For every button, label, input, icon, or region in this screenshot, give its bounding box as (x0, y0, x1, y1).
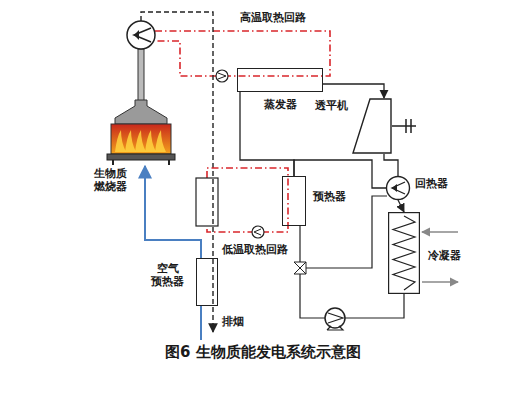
node-label: 回热器 (415, 178, 448, 191)
top-heat-exchanger (127, 21, 155, 49)
condenser-box: 冷凝器 (388, 212, 420, 294)
burner-firebox (111, 124, 171, 154)
heat-exchanger-symbol (134, 30, 139, 40)
heat-exchanger-symbol (392, 184, 397, 192)
recuperator-circle: 回热器 (386, 176, 410, 200)
burner-legs (113, 160, 169, 165)
cooling-water-in (422, 231, 458, 232)
low-temp-loop (207, 168, 288, 232)
node-label: 冷凝器 (428, 250, 461, 263)
flame (135, 130, 146, 152)
water-line (299, 226, 300, 262)
biomass-burner: 生物质 燃烧器 (105, 100, 177, 166)
flame (145, 130, 156, 152)
high-temp-loop (155, 31, 330, 76)
flue-gas-line (141, 12, 213, 332)
burner-hood (115, 100, 167, 124)
node-label: 预热器 (313, 191, 346, 204)
condenser-coil (393, 216, 415, 290)
pipe-connector (145, 166, 201, 258)
pipe-connector (398, 200, 404, 212)
flame (115, 130, 126, 152)
flame (125, 130, 136, 152)
node-label: 透平机 (315, 100, 348, 113)
air-preheater-box: 空气 预热器 (196, 258, 218, 306)
loop-label: 排烟 (222, 316, 244, 329)
preheater-box: 预热器 (282, 176, 306, 226)
evaporator-box: 蒸发器 (237, 68, 323, 92)
turbine-shaft (392, 119, 416, 133)
turbine-outline (353, 99, 391, 153)
loop-label: 高温取热回路 (240, 12, 306, 25)
water-line (345, 294, 404, 318)
pipe-connector (294, 160, 386, 188)
recuperator-circle-shape (386, 176, 410, 200)
pipe-connector (384, 154, 398, 176)
figure-caption: 图6 生物质能发电系统示意图 (165, 344, 361, 361)
low-temp-heat-exchanger (196, 178, 218, 226)
water-line (306, 196, 387, 268)
recuperator-outline (387, 177, 410, 200)
feed-pump (327, 313, 343, 330)
burner-base (107, 154, 175, 160)
pump-symbol (254, 229, 261, 235)
pipe-connector (323, 84, 384, 98)
flue-pipe (138, 49, 144, 101)
loop-label: 低温取热回路 (222, 244, 288, 257)
water-line (300, 274, 325, 318)
condenser-outline (389, 213, 420, 294)
valve-symbol (294, 262, 306, 274)
node-label: 空气 预热器 (149, 263, 188, 288)
turbine-symbol: 透平机 (352, 98, 392, 154)
heat-exchanger-symbol (392, 182, 405, 194)
node-label: 蒸发器 (264, 99, 297, 112)
air-line (200, 306, 202, 340)
flame (155, 130, 166, 152)
pump-symbol (218, 73, 226, 79)
pump-symbol (252, 226, 264, 238)
turbine-symbol-shape (352, 98, 392, 154)
pump-symbol (216, 70, 228, 82)
condenser-box-shape (388, 212, 420, 294)
node-label: 生物质 燃烧器 (91, 168, 130, 193)
cooling-water-out (422, 281, 458, 282)
heat-exchanger-symbol (134, 28, 151, 42)
biomass-burner-shape (105, 100, 177, 166)
